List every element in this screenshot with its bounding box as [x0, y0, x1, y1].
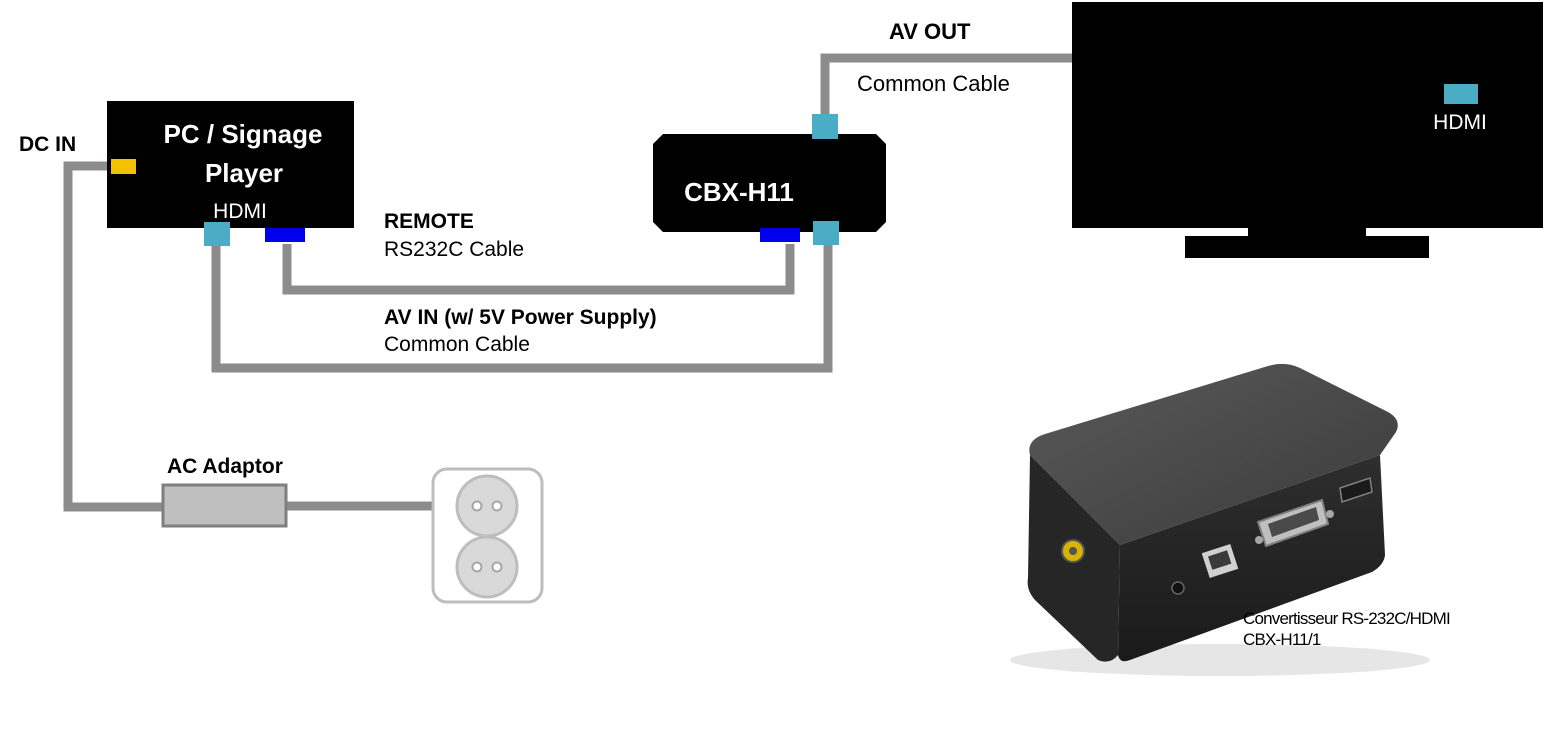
av-in-label: AV IN (w/ 5V Power Supply) — [384, 306, 657, 329]
pc-hdmi-port — [204, 222, 230, 246]
rs232c-cable-label: RS232C Cable — [384, 238, 524, 261]
tv-hdmi-label: HDMI — [1433, 111, 1487, 134]
pc-title-line2: Player — [205, 158, 283, 188]
remote-label: REMOTE — [384, 210, 474, 233]
pc-signage-player-box — [107, 101, 354, 228]
cbx-av-in-port — [813, 221, 839, 245]
tv-hdmi-port — [1444, 84, 1478, 104]
dc-in-cable — [63, 161, 165, 512]
pc-hdmi-label: HDMI — [213, 200, 267, 223]
pc-title-line1: PC / Signage — [164, 119, 323, 149]
av-in-cable-label: Common Cable — [384, 333, 530, 356]
pc-dc-in-port — [111, 159, 136, 174]
cbx-av-out-port — [812, 114, 838, 139]
ac-adaptor — [161, 483, 288, 528]
av-in-cable — [211, 244, 833, 373]
pc-rs232-port — [265, 228, 305, 242]
wall-outlet-icon — [431, 467, 544, 604]
av-out-label: AV OUT — [889, 19, 971, 44]
ac-adaptor-label: AC Adaptor — [167, 455, 283, 478]
cbx-h11-box — [653, 134, 886, 232]
tv-neck — [1248, 228, 1366, 236]
cbx-title: CBX-H11 — [684, 177, 794, 207]
tv-screen — [1072, 2, 1543, 228]
tv-stand — [1185, 236, 1429, 258]
av-out-cable-label: Common Cable — [857, 71, 1010, 96]
photo-caption-line1: Convertisseur RS-232C/HDMI — [1243, 609, 1450, 628]
photo-caption-line2: CBX-H11/1 — [1243, 630, 1321, 649]
rs232c-cable — [282, 244, 795, 295]
cbx-h11-product-photo: SONY — [1010, 363, 1430, 676]
cbx-rs232-port — [760, 228, 800, 242]
dc-in-label: DC IN — [19, 133, 76, 156]
